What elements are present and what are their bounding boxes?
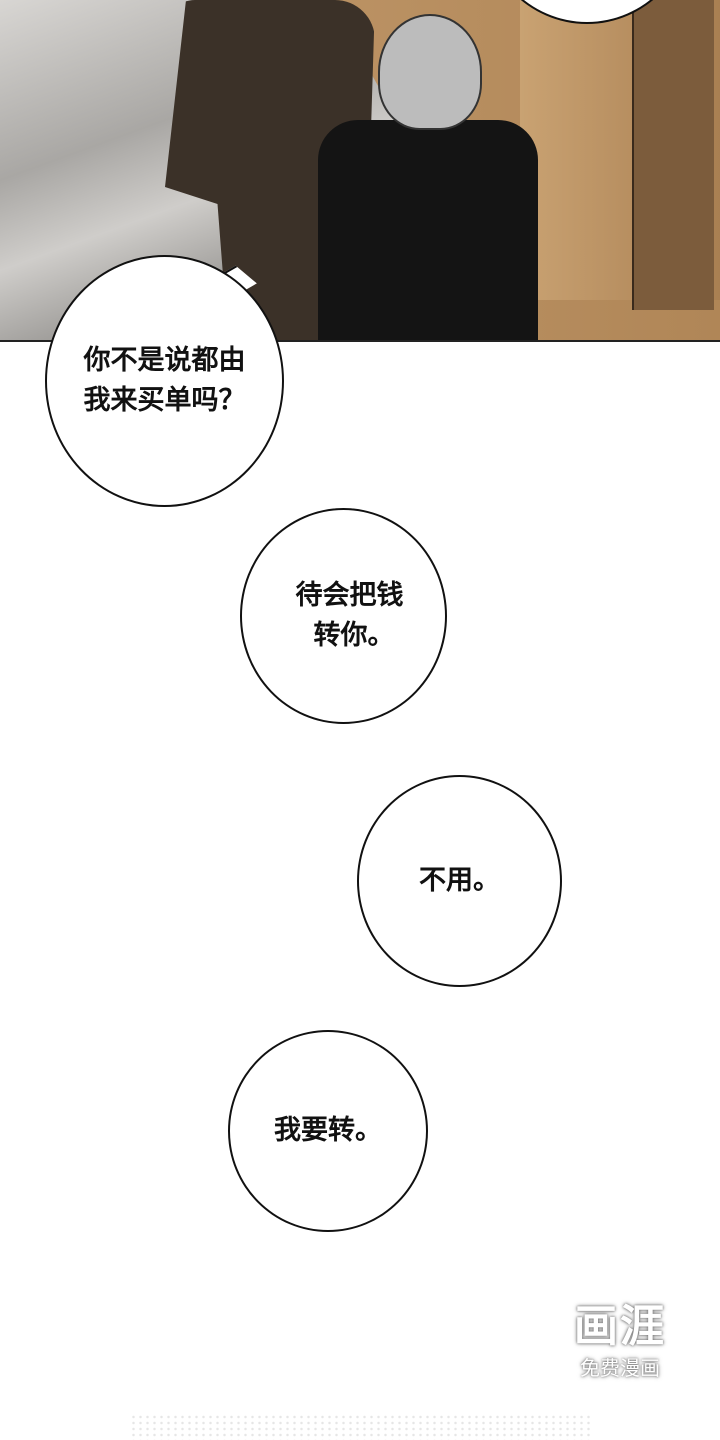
bubble-text-line: 我要转。 xyxy=(274,1115,382,1146)
speech-bubble-4: 我要转。 xyxy=(228,1030,428,1232)
watermark-tagline: 免费漫画 xyxy=(580,1356,660,1380)
speech-bubble-1: 你不是说都由 我来买单吗？ xyxy=(45,255,284,507)
character-gray-hair xyxy=(378,14,482,130)
door-frame xyxy=(632,0,714,310)
bubble-text-line: 你不是说都由 xyxy=(83,345,246,376)
bubble-text-line: 转你。 xyxy=(313,620,395,651)
noise-strip xyxy=(130,1414,590,1440)
speech-bubble-2: 待会把钱 转你。 xyxy=(240,508,447,724)
speech-bubble-3: 不用。 xyxy=(357,775,562,987)
watermark-logo: 画涯 xyxy=(574,1301,666,1352)
watermark: 画涯 免费漫画 xyxy=(560,1300,680,1382)
comic-panel-top xyxy=(0,0,720,342)
character-black-jacket xyxy=(318,120,538,340)
bubble-text-line: 我来买单吗？ xyxy=(83,385,246,416)
bubble-text-line: 不用。 xyxy=(419,865,500,896)
bubble-text-line: 待会把钱 xyxy=(295,580,404,611)
